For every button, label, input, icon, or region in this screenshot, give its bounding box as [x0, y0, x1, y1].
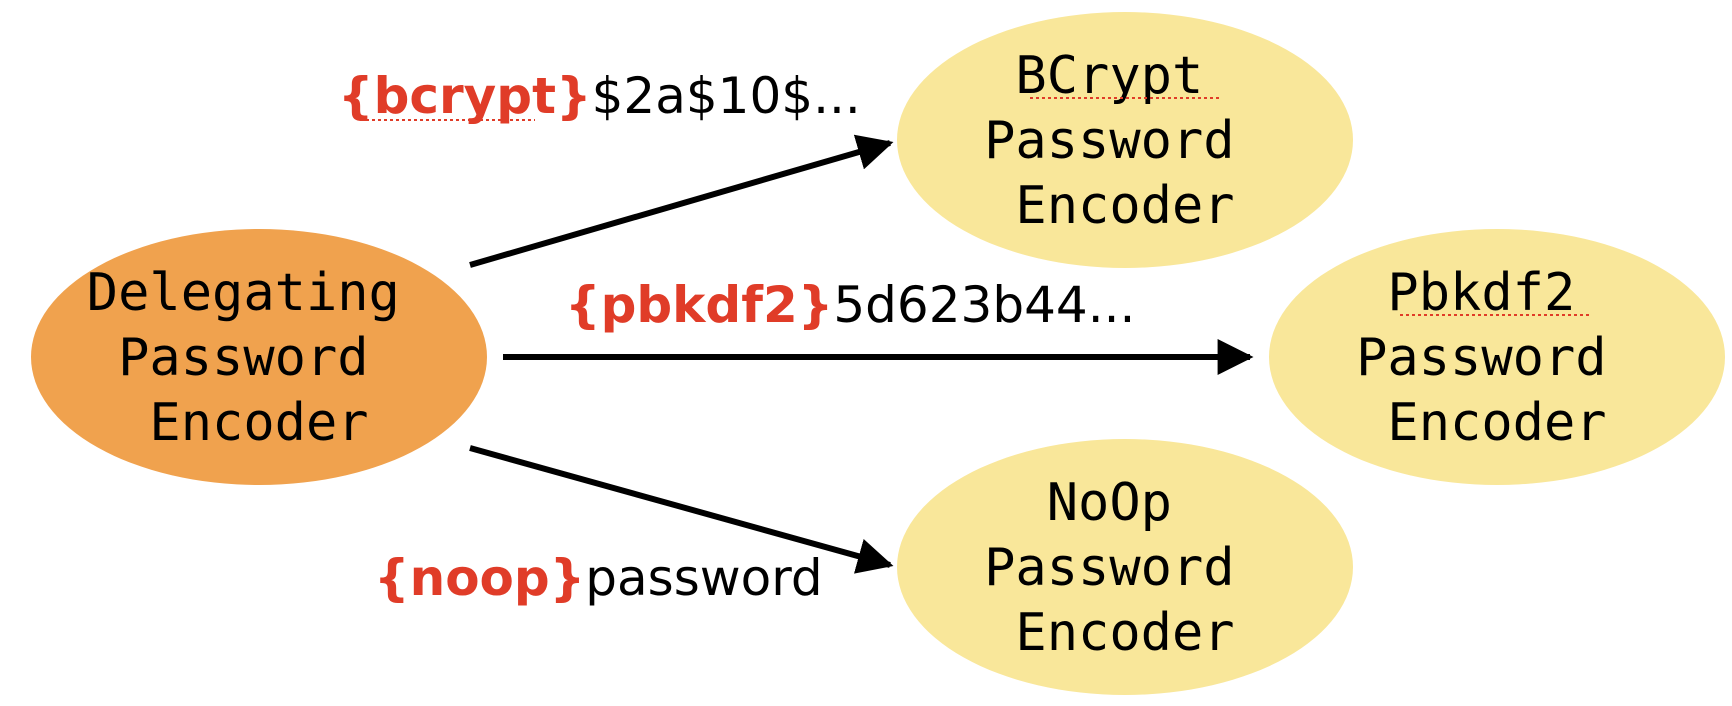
bcrypt-edge-value: $2a$10$...	[592, 67, 861, 125]
delegating-node-label: Delegating Password Encoder	[87, 263, 431, 453]
noop-line-3: Encoder	[1015, 603, 1234, 663]
noop-line-1: NoOp	[1047, 473, 1172, 533]
bcrypt-line-1: BCrypt	[1015, 46, 1203, 106]
bcrypt-node-shape	[897, 12, 1353, 268]
noop-password-encoder-node: NoOp Password Encoder	[897, 439, 1353, 695]
delegating-line-3: Encoder	[149, 393, 368, 453]
bcrypt-password-encoder-node: BCrypt Password Encoder	[897, 12, 1353, 268]
noop-edge-prefix: {noop}	[374, 549, 585, 607]
delegating-line-1: Delegating	[87, 263, 400, 323]
pbkdf2-line-2: Password	[1356, 328, 1606, 388]
noop-node-label: NoOp Password Encoder	[984, 473, 1266, 663]
pbkdf2-edge-value: 5d623b44...	[833, 276, 1135, 334]
pbkdf2-password-encoder-node: Pbkdf2 Password Encoder	[1269, 229, 1725, 485]
bcrypt-edge-label: {bcrypt}$2a$10$...	[338, 67, 861, 125]
noop-edge-label: {noop}password	[374, 549, 823, 607]
pbkdf2-edge-label: {pbkdf2}5d623b44...	[565, 276, 1135, 334]
pbkdf2-line-3: Encoder	[1387, 393, 1606, 453]
delegating-password-encoder-node: Delegating Password Encoder	[31, 229, 487, 485]
delegating-node-shape	[31, 229, 487, 485]
pbkdf2-node-label: Pbkdf2 Password Encoder	[1356, 263, 1638, 453]
bcrypt-line-2: Password	[984, 111, 1234, 171]
bcrypt-line-3: Encoder	[1015, 176, 1234, 236]
edge-to-noop	[469, 445, 894, 574]
delegating-line-2: Password	[118, 328, 368, 388]
edge-to-bcrypt	[469, 134, 894, 268]
pbkdf2-line-1: Pbkdf2	[1387, 263, 1575, 323]
noop-line-2: Password	[984, 538, 1234, 598]
pbkdf2-node-shape	[1269, 229, 1725, 485]
bcrypt-edge-prefix: {bcrypt}	[338, 67, 592, 125]
bcrypt-node-label: BCrypt Password Encoder	[984, 46, 1266, 236]
pbkdf2-edge-prefix: {pbkdf2}	[565, 276, 833, 334]
noop-node-shape	[897, 439, 1353, 695]
noop-edge-value: password	[585, 549, 822, 607]
